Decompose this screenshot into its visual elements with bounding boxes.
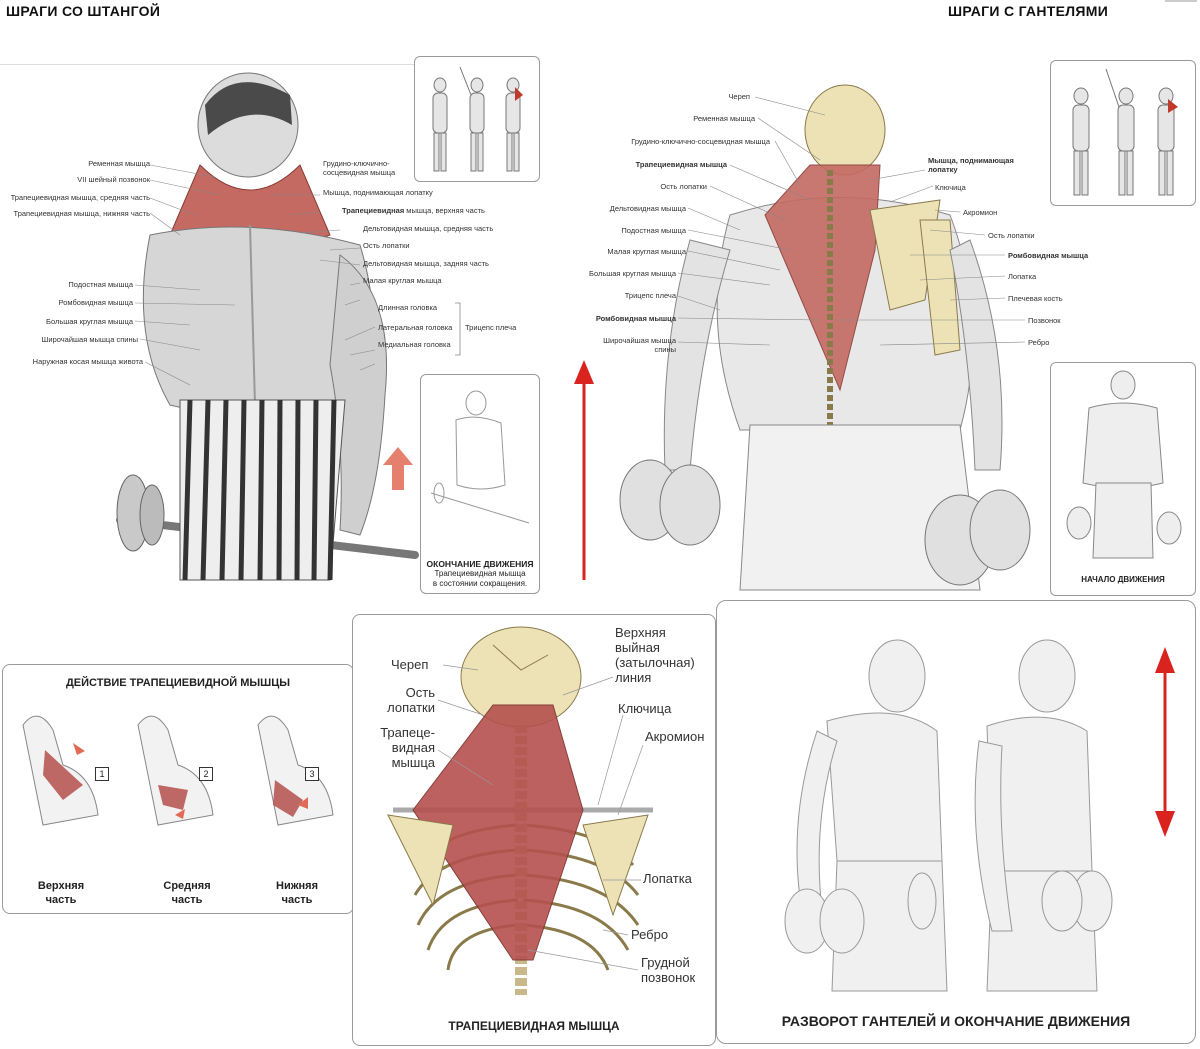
label-trap-upper: Трапециевидная мышца, верхняя часть: [342, 206, 485, 215]
top-rule: [1165, 0, 1197, 2]
part-label-lower: Нижняя часть: [276, 880, 318, 906]
label-acromion-s: Акромион: [645, 729, 705, 744]
label-trap-middle: Трапециевидная мышца, средняя часть: [10, 193, 150, 202]
start-movement-title: НАЧАЛО ДВИЖЕНИЯ: [1081, 575, 1165, 584]
label-rib-s: Ребро: [631, 927, 669, 942]
label-infraspinatus: Подостная мышца: [68, 280, 133, 289]
label-trap-lower: Трапециевидная мышца, нижняя часть: [13, 209, 150, 218]
trap-action-title: ДЕЙСТВИЕ ТРАПЕЦИЕВИДНОЙ МЫШЦЫ: [65, 677, 291, 689]
label-scapula-s: Лопатка: [643, 871, 692, 886]
label-scapular-spine: Ость лопатки: [363, 241, 410, 250]
label-delt-middle: Дельтовидная мышца, средняя часть: [363, 224, 494, 233]
barbell-section: Ременная мышца VII шейный позвонок Трапе…: [0, 64, 540, 585]
striped-pants: [179, 399, 346, 581]
skeleton-panel: Череп Ость лопатки Трапеце- видная мышца…: [352, 614, 716, 1046]
label-teres-major-d: Большая круглая мышца: [589, 269, 676, 278]
label-trap-s: Трапеце- видная мышца: [380, 725, 435, 770]
label-levator-scapulae: Мышца, поднимающая лопатку: [323, 188, 433, 197]
label-rhomboid: Ромбовидная мышца: [58, 298, 133, 307]
end-movement-sketch: [430, 390, 530, 524]
label-latissimus-d: Широчайшая мышца спины: [603, 336, 676, 354]
start-movement-inset: НАЧАЛО ДВИЖЕНИЯ: [1050, 362, 1196, 596]
end-movement-inset: ОКОНЧАНИЕ ДВИЖЕНИЯ Трапециевидная мышца …: [420, 374, 540, 594]
end-movement-text: Трапециевидная мышца в состоянии сокраще…: [432, 569, 528, 588]
trap-action-illustrations: [22, 715, 334, 826]
end-movement-caption: ОКОНЧАНИЕ ДВИЖЕНИЯ Трапециевидная мышца …: [421, 559, 539, 589]
barbell-thumb-figures: [414, 56, 540, 182]
label-triceps-d: Трицепс плеча: [624, 291, 676, 300]
barbell-up-arrow: [383, 447, 413, 490]
label-deltoid-d: Дельтовидная мышца: [609, 204, 686, 213]
label-rhomboid-r: Ромбовидная мышца: [1008, 251, 1089, 260]
label-nuchal-line: Верхняя выйная (затылочная) линия: [615, 625, 695, 685]
label-sternocleido-d: Грудино-ключично-сосцевидная мышца: [631, 137, 770, 146]
barbell-figure-illustration: [116, 72, 461, 581]
thumb-figures-sketch: [432, 66, 523, 172]
label-teres-major: Большая круглая мышца: [46, 317, 133, 326]
label-infraspinatus-d: Подостная мышца: [621, 226, 686, 235]
rotation-panel: РАЗВОРОТ ГАНТЕЛЕЙ И ОКОНЧАНИЕ ДВИЖЕНИЯ: [716, 600, 1196, 1044]
label-clavicle-s: Ключица: [618, 701, 672, 716]
skeleton-title: ТРАПЕЦИЕВИДНАЯ МЫШЦА: [448, 1019, 620, 1033]
label-scapular-spine-r: Ость лопатки: [988, 231, 1035, 240]
label-latissimus: Широчайшая мышца спины: [41, 335, 139, 344]
label-triceps: Трицепс плеча: [465, 323, 517, 332]
label-scapula-d: Лопатка: [1008, 272, 1037, 281]
label-lateral-head: Латеральная головка: [378, 323, 453, 332]
label-medial-head: Медиальная головка: [378, 340, 451, 349]
label-scapular-spine-d: Ость лопатки: [660, 182, 707, 191]
end-movement-title: ОКОНЧАНИЕ ДВИЖЕНИЯ: [426, 559, 534, 569]
thumb-figures-sketch-d: [1072, 68, 1178, 196]
double-arrow: [1155, 647, 1175, 837]
label-skull: Череп: [728, 92, 750, 101]
label-skull-s: Череп: [391, 657, 429, 672]
label-splenius: Ременная мышца: [88, 159, 150, 168]
label-external-oblique: Наружная косая мышца живота: [32, 357, 143, 366]
label-teres-minor-d: Малая круглая мышца: [607, 247, 686, 256]
dumbbell-up-arrow: [574, 360, 594, 580]
skeleton-illustration: [387, 626, 653, 995]
part-label-upper: Верхняя часть: [37, 880, 85, 906]
part-number-2: 2: [199, 767, 213, 781]
start-movement-sketch: [1066, 370, 1182, 559]
dumbbell-thumb-figures: [1050, 60, 1196, 206]
label-teres-minor: Малая круглая мышца: [363, 276, 442, 285]
label-rhomboid-d: Ромбовидная мышца: [595, 314, 676, 323]
label-trapezius-d: Трапециевидная мышца: [635, 160, 727, 169]
dumbbell-figure-illustration: [574, 84, 1031, 591]
part-label-middle: Средняя часть: [163, 880, 211, 906]
label-vertebra-d: Позвонок: [1028, 316, 1061, 325]
dumbbell-section: Череп Ременная мышца Грудино-ключично-со…: [540, 70, 1196, 598]
label-sternocleidomastoid: Грудино-ключично- сосцевидная мышца: [323, 159, 396, 177]
label-splenius-d: Ременная мышца: [693, 114, 755, 123]
label-c7-vertebra: VII шейный позвонок: [77, 175, 150, 184]
label-vertebra-s: Грудной позвонок: [641, 955, 696, 985]
label-delt-rear: Дельтовидная мышца, задняя часть: [363, 259, 489, 268]
label-acromion-d: Акромион: [963, 208, 998, 217]
title-dumbbell-shrugs: ШРАГИ С ГАНТЕЛЯМИ: [948, 3, 1109, 19]
title-barbell-shrugs: ШРАГИ СО ШТАНГОЙ: [6, 3, 161, 19]
label-levator-d: Мышца, поднимающая лопатку: [928, 156, 1014, 174]
dumbbells: [619, 459, 1031, 586]
label-rib-d: Ребро: [1028, 338, 1050, 347]
label-spine-s: Ость лопатки: [387, 685, 435, 715]
label-long-head: Длинная головка: [378, 303, 438, 312]
part-number-1: 1: [95, 767, 109, 781]
rotation-title: РАЗВОРОТ ГАНТЕЛЕЙ И ОКОНЧАНИЕ ДВИЖЕНИЯ: [781, 1013, 1131, 1029]
label-humerus-d: Плечевая кость: [1008, 294, 1063, 303]
rotation-illustration: [784, 639, 1175, 992]
part-number-3: 3: [305, 767, 319, 781]
label-clavicle-d: Ключица: [935, 183, 966, 192]
trap-action-panel: ДЕЙСТВИЕ ТРАПЕЦИЕВИДНОЙ МЫШЦЫ 1 2 3 Верх…: [2, 664, 354, 914]
